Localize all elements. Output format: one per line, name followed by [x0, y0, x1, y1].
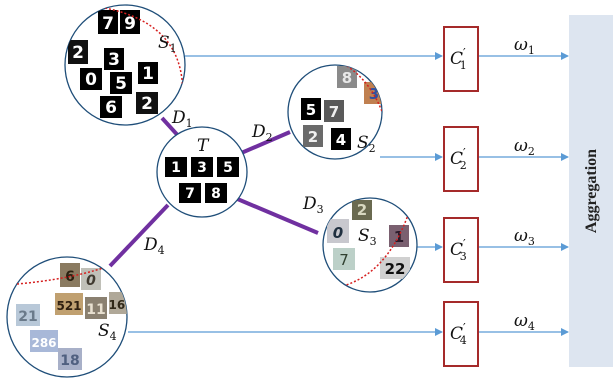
distance-label-d3: D3 [302, 194, 324, 216]
classifier-c1: C′1 [443, 26, 479, 92]
classifier-c3-box [443, 217, 479, 283]
edge-d4 [108, 203, 170, 268]
s1-digit: 6 [105, 98, 117, 118]
classifier-c4-box [443, 301, 479, 367]
distance-label-d1: D1 [171, 108, 193, 130]
s4-digit: 286 [31, 336, 56, 350]
classifier-c3-label: C′3 [450, 237, 467, 263]
source-s4: 6 0 521 11 161 21 286 18 S4 [6, 256, 133, 378]
s4-digit: 0 [86, 273, 96, 289]
s1-digit: 9 [124, 14, 136, 34]
classifier-c2-box [443, 126, 479, 192]
s4-digit: 21 [18, 309, 37, 325]
classifier-c2-label: C′2 [450, 146, 467, 172]
aggregation-label: Aggregation [583, 149, 600, 233]
s4-digit: 18 [60, 353, 79, 369]
s1-digit: 3 [108, 50, 120, 70]
s1-digit: 2 [72, 43, 84, 63]
s2-digit: 8 [342, 69, 352, 87]
s4-decision-boundary [7, 261, 121, 286]
weight-label-2: ω2 [514, 136, 535, 158]
weight-label-3: ω3 [514, 226, 535, 248]
target-digit: 8 [211, 186, 221, 202]
s1-digit: 5 [115, 74, 127, 94]
s3-digit: 7 [339, 251, 349, 269]
classifier-c4: C′4 [443, 301, 479, 367]
aggregation-panel [569, 15, 613, 367]
distance-label-d2: D2 [251, 122, 273, 144]
s1-digit: 2 [141, 94, 153, 114]
s2-digit: 2 [308, 128, 318, 146]
s4-label: S4 [98, 321, 117, 343]
s4-digit: 11 [86, 302, 105, 318]
target-label: T [197, 136, 210, 156]
s3-digit: 22 [385, 260, 406, 278]
s2-digit: 3 [369, 85, 379, 103]
s4-digit: 521 [56, 299, 81, 313]
s1-digit: 7 [102, 14, 114, 34]
s2-digit: 7 [329, 103, 339, 121]
s2-label: S2 [357, 133, 376, 155]
edge-d3 [227, 193, 319, 235]
classifier-c2: C′2 [443, 126, 479, 192]
classifier-c1-box [443, 26, 479, 92]
target-digit: 1 [171, 160, 181, 176]
s1-digit: 1 [142, 64, 154, 84]
weight-label-4: ω4 [514, 311, 535, 333]
s2-digit: 4 [336, 131, 346, 149]
weight-label-1: ω1 [514, 35, 535, 57]
s2-digit: 5 [306, 101, 316, 119]
source-s1: 7 9 2 3 0 5 1 6 2 S1 [64, 4, 186, 126]
source-s3: 0 2 1 7 22 S3 [322, 197, 418, 293]
classifier-c1-label: C′1 [450, 46, 467, 72]
target-digit: 5 [223, 160, 233, 176]
weight-arrows [478, 52, 569, 336]
s3-digit: 2 [357, 201, 367, 219]
distance-label-d4: D4 [143, 235, 165, 257]
s1-digit: 0 [85, 70, 97, 90]
s1-label: S1 [158, 33, 177, 55]
target-digit: 3 [197, 160, 207, 176]
s3-digit: 0 [333, 224, 343, 242]
classifier-c4-label: C′4 [450, 321, 467, 347]
s3-label: S3 [358, 226, 377, 248]
source-arrows [128, 52, 443, 336]
target-digit: 7 [185, 186, 195, 202]
target-domain: T 1 3 5 7 8 [156, 126, 248, 218]
s3-decision-boundary [334, 214, 409, 289]
classifier-c3: C′3 [443, 217, 479, 283]
source-s2: 8 3 5 7 2 4 S2 [287, 64, 383, 160]
s4-digit: 161 [108, 298, 133, 312]
